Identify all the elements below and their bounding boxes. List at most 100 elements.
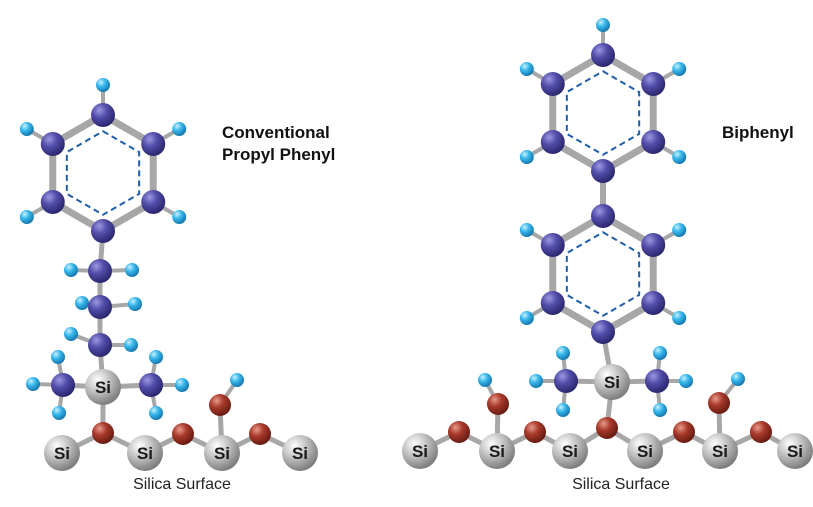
oxygen-atom	[524, 421, 546, 443]
silicon-label: Si	[292, 444, 308, 463]
right-top-phenyl-ring-bonds	[549, 51, 657, 175]
hydrogen-atom	[175, 378, 189, 392]
silicon-atom: Si	[44, 435, 80, 471]
title-line-2: Propyl Phenyl	[222, 145, 336, 164]
carbon-atom	[139, 373, 163, 397]
silicon-label: Si	[489, 442, 505, 461]
carbon-atom	[591, 320, 615, 344]
carbon-atom	[88, 295, 112, 319]
title-biphenyl: Biphenyl	[722, 123, 794, 142]
silicon-label: Si	[562, 442, 578, 461]
hydrogen-atom	[172, 122, 187, 136]
silicon-label: Si	[604, 373, 620, 392]
hydrogen-atom	[672, 62, 687, 76]
hydrogen-atom	[672, 150, 687, 164]
hydrogen-atom	[653, 403, 667, 417]
oxygen-atom	[448, 421, 470, 443]
silicon-label: Si	[137, 444, 153, 463]
carbon-atom	[141, 132, 166, 156]
silicon-atom: Si	[702, 433, 738, 469]
carbon-atom	[591, 43, 615, 67]
silicon-label: Si	[637, 442, 653, 461]
title-line-1: Conventional	[222, 123, 330, 142]
carbon-atom	[540, 233, 565, 257]
hydrogen-atom	[149, 350, 163, 364]
carbon-atom	[645, 369, 669, 393]
carbon-atom	[40, 132, 65, 156]
hydrogen-atom	[19, 210, 34, 224]
oxygen-atom	[487, 393, 509, 415]
carbon-atom	[641, 72, 666, 96]
oxygen-atom	[673, 421, 695, 443]
carbon-atom	[40, 190, 65, 214]
hydrogen-atom	[672, 311, 687, 325]
hydrogen-atom	[556, 403, 570, 417]
hydrogen-atom	[519, 223, 534, 237]
hydrogen-atom	[596, 18, 610, 32]
silicon-label: Si	[787, 442, 803, 461]
hydrogen-atom	[529, 374, 543, 388]
hydrogen-atom	[75, 296, 89, 310]
caption-left-silica-surface: Silica Surface	[133, 476, 231, 493]
oxygen-atom	[92, 422, 114, 444]
silicon-atom: Si	[85, 369, 121, 405]
silicon-atom: Si	[777, 433, 813, 469]
silicon-atom: Si	[594, 364, 630, 400]
hydrogen-atom	[731, 372, 745, 386]
hydrogen-atom	[519, 62, 534, 76]
hydrogen-atom	[124, 338, 138, 352]
carbon-atom	[91, 219, 115, 243]
carbon-atom	[51, 373, 75, 397]
hydrogen-atom	[26, 377, 40, 391]
hydrogen-atom	[519, 150, 534, 164]
hydrogen-atom	[556, 346, 570, 360]
hydrogen-atom	[52, 406, 66, 420]
oxygen-atom	[249, 423, 271, 445]
carbon-atom	[88, 333, 112, 357]
caption-right-silica-surface: Silica Surface	[572, 476, 670, 493]
hydrogen-atom	[519, 311, 534, 325]
silicon-label: Si	[712, 442, 728, 461]
silicon-atom: Si	[402, 433, 438, 469]
hydrogen-atom	[172, 210, 187, 224]
right-bottom-phenyl-ring-bonds	[549, 212, 657, 336]
hydrogen-atom	[149, 406, 163, 420]
carbon-atom	[91, 103, 115, 127]
hydrogen-atom	[672, 223, 687, 237]
aromatic-ring-layer	[65, 70, 641, 317]
hydrogen-atom	[230, 373, 244, 387]
carbon-atom	[591, 159, 615, 183]
hydrogen-atom	[19, 122, 34, 136]
silicon-label: Si	[214, 444, 230, 463]
hydrogen-atom	[128, 297, 142, 311]
silicon-atom: Si	[479, 433, 515, 469]
silicon-atom: Si	[204, 435, 240, 471]
silicon-atom: Si	[282, 435, 318, 471]
carbon-atom	[88, 259, 112, 283]
oxygen-atom	[708, 392, 730, 414]
oxygen-atom	[596, 417, 618, 439]
carbon-atom	[554, 369, 578, 393]
silicon-atom: Si	[627, 433, 663, 469]
hydrogen-atom	[64, 263, 78, 277]
silicon-atom: Si	[552, 433, 588, 469]
hydrogen-atom	[125, 263, 139, 277]
carbon-atom	[141, 190, 166, 214]
silicon-label: Si	[412, 442, 428, 461]
carbon-atom	[591, 204, 615, 228]
carbon-atom	[641, 233, 666, 257]
silicon-atom: Si	[127, 435, 163, 471]
hydrogen-atom	[653, 346, 667, 360]
oxygen-atom	[750, 421, 772, 443]
right-top-phenyl-ring-aromatic-circle	[565, 70, 641, 156]
oxygen-atom	[209, 394, 231, 416]
carbon-atom	[540, 291, 565, 315]
hydrogen-atom	[64, 327, 78, 341]
left-phenyl-ring-aromatic-circle	[65, 130, 141, 216]
title-conventional-propyl-phenyl: Conventional Propyl Phenyl	[222, 122, 335, 166]
hydrogen-atom	[96, 78, 110, 92]
hydrogen-atom	[51, 350, 65, 364]
